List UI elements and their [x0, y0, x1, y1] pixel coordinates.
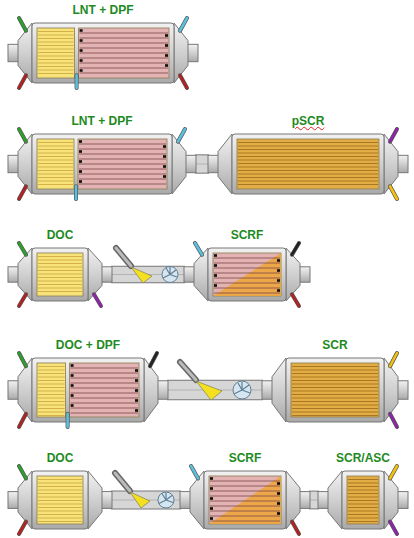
sensor: [292, 522, 299, 534]
catalyst-unit: DOC: [8, 227, 112, 302]
sensor: [180, 18, 187, 31]
scr-substrate: [237, 139, 379, 189]
unit-heading: DOC + DPF: [8, 337, 168, 357]
sensor: [191, 466, 198, 478]
dpf-substrate: [70, 363, 139, 417]
unit-heading: DOC: [8, 227, 112, 247]
unit-heading: LNT + DPF: [8, 113, 196, 133]
catalyst-canister: [318, 470, 408, 530]
sensor: [19, 414, 26, 427]
unit-label: DOC: [47, 228, 74, 242]
sensor: [390, 466, 397, 478]
catalyst-canister: [8, 357, 168, 423]
doc-substrate: [37, 476, 83, 524]
catalyst-canister: [8, 247, 112, 302]
sensor: [180, 75, 187, 88]
sensor: [150, 353, 157, 366]
static-mixer: [233, 381, 251, 399]
catalyst-unit: SCRF: [180, 450, 310, 530]
scrf-substrate: [213, 253, 281, 296]
sensor: [19, 129, 26, 142]
scrf-substrate: [209, 476, 281, 524]
urea-injector: [115, 473, 150, 508]
sensor: [390, 186, 397, 199]
catalyst-unit: pSCR: [208, 113, 408, 195]
catalyst-unit: SCR: [262, 337, 408, 423]
unit-heading: LNT + DPF: [8, 2, 198, 22]
unit-label: SCR: [322, 338, 347, 352]
catalyst-canister: [208, 133, 408, 195]
sensor: [19, 294, 26, 306]
catalyst-canister: [8, 133, 196, 195]
catalyst-unit: SCR/ASC: [318, 450, 408, 530]
unit-heading: SCRF: [184, 227, 310, 247]
unit-heading: SCR: [262, 337, 408, 357]
unit-label: DOC + DPF: [56, 338, 120, 352]
sensor: [390, 353, 397, 366]
sensor: [94, 294, 101, 306]
sensor: [76, 75, 77, 88]
dpf-substrate: [78, 139, 167, 189]
catalyst-unit: LNT + DPF: [8, 113, 196, 195]
doc-substrate: [37, 253, 83, 296]
unit-label: LNT + DPF: [72, 3, 133, 17]
unit-heading: SCR/ASC: [318, 450, 408, 470]
sensor: [292, 243, 299, 255]
sensor: [390, 522, 397, 534]
unit-heading: pSCR: [208, 113, 408, 133]
unit-heading: DOC: [8, 450, 112, 470]
exhaust-pipe: [195, 164, 209, 165]
catalyst-canister: [8, 470, 112, 530]
catalyst-unit: LNT + DPF: [8, 2, 198, 84]
sensor: [67, 414, 68, 427]
urea-injector: [116, 248, 152, 283]
catalyst-canister: [262, 357, 408, 423]
static-mixer: [158, 492, 174, 508]
sensor: [19, 243, 26, 255]
sensor: [195, 243, 202, 255]
sensor: [76, 186, 77, 199]
unit-heading: SCRF: [180, 450, 310, 470]
unit-label: SCR/ASC: [336, 451, 390, 465]
unit-label: LNT + DPF: [71, 114, 132, 128]
unit-label: SCRF: [229, 451, 262, 465]
dpf-substrate: [79, 28, 169, 78]
doc-substrate: [37, 28, 75, 78]
sensor: [19, 186, 26, 199]
scr-substrate: [347, 476, 379, 524]
sensor: [178, 129, 185, 142]
catalyst-unit: DOC + DPF: [8, 337, 168, 423]
unit-label: SCRF: [231, 228, 264, 242]
sensor: [19, 522, 26, 534]
sensor: [19, 353, 26, 366]
catalyst-unit: SCRF: [184, 227, 310, 302]
sensor: [292, 294, 299, 306]
sensor: [390, 129, 397, 142]
doc-substrate: [37, 139, 74, 189]
sensor: [19, 75, 26, 88]
catalyst-canister: [8, 22, 198, 84]
catalyst-canister: [180, 470, 310, 530]
static-mixer: [162, 267, 178, 283]
sensor: [19, 466, 26, 478]
catalyst-canister: [184, 247, 310, 302]
urea-injector: [180, 362, 222, 400]
unit-label: DOC: [47, 451, 74, 465]
unit-label: pSCR: [292, 114, 325, 128]
scr-substrate: [291, 363, 379, 417]
catalyst-unit: DOC: [8, 450, 112, 530]
doc-substrate: [37, 363, 66, 417]
sensor: [390, 414, 397, 427]
sensor: [19, 18, 26, 31]
